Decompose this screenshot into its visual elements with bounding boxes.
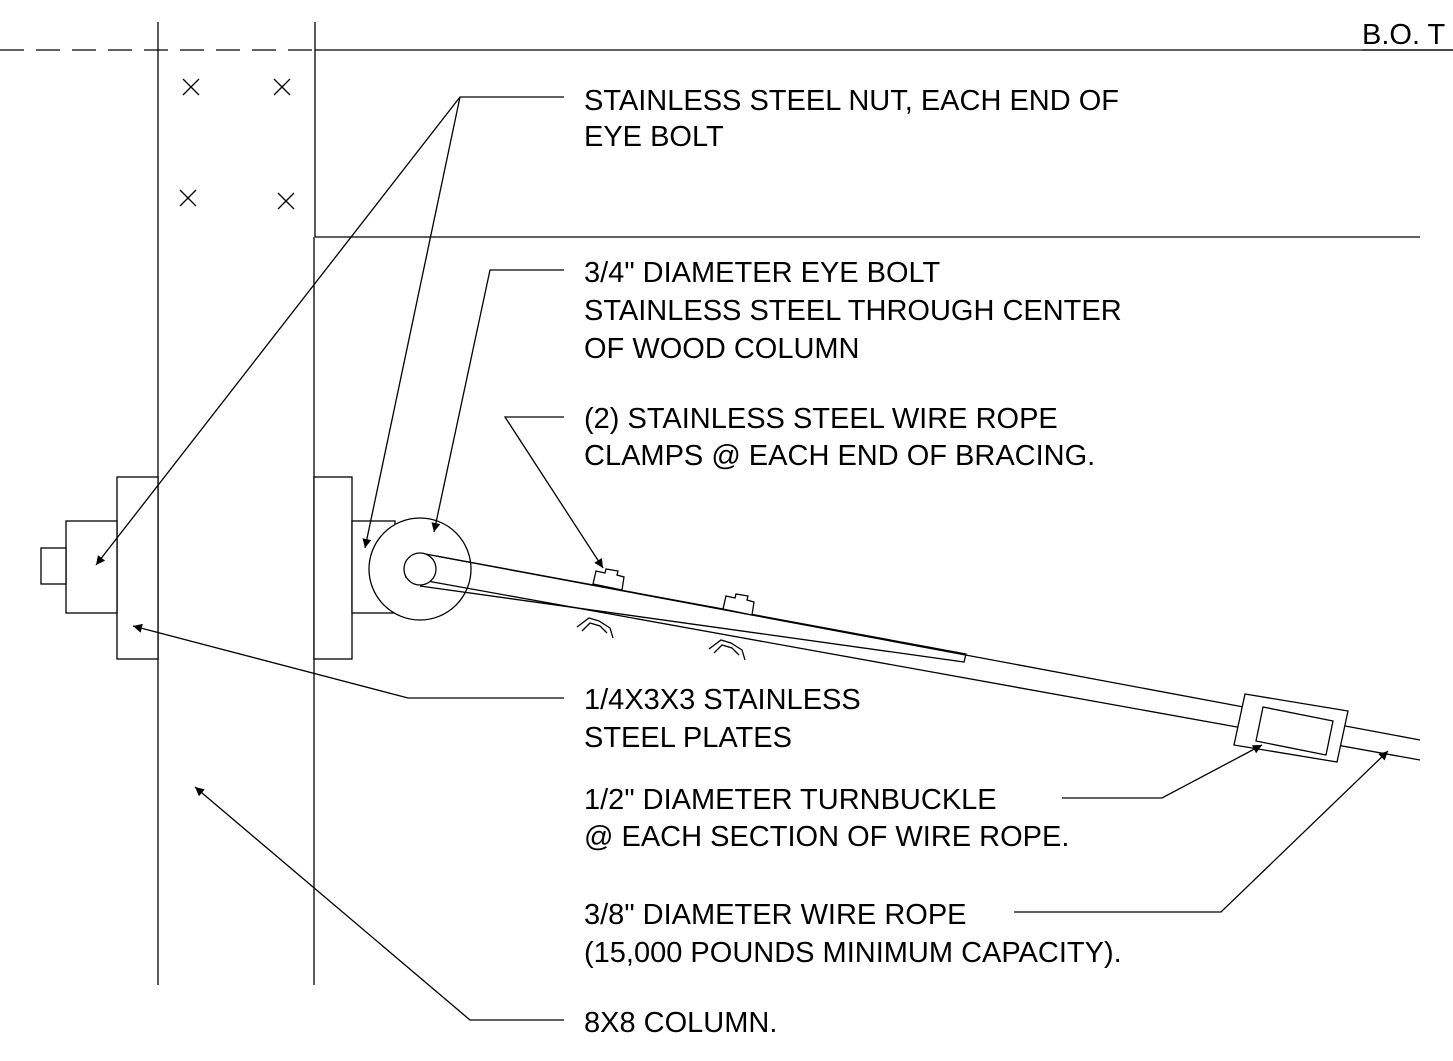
rope-clamp xyxy=(708,593,755,661)
left-plate xyxy=(116,476,159,660)
x-mark xyxy=(273,78,291,96)
wire-rope-note-line-1: 3/8" DIAMETER WIRE ROPE xyxy=(584,899,967,931)
column-leader xyxy=(194,786,564,1021)
x-mark xyxy=(277,192,295,210)
left-hardware xyxy=(40,476,159,660)
column-note: 8X8 COLUMN. xyxy=(584,1007,777,1039)
nut-note: STAINLESS STEEL NUT, EACH END OF EYE BOL… xyxy=(584,85,1127,153)
turnbuckle-note-line-2: @ EACH SECTION OF WIRE ROPE. xyxy=(584,821,1069,853)
clamps-note-line-2: CLAMPS @ EACH END OF BRACING. xyxy=(584,440,1095,472)
turnbuckle xyxy=(1233,693,1349,763)
plates-note-line-2: STEEL PLATES xyxy=(584,722,792,754)
eye-bolt-note: 3/4" DIAMETER EYE BOLT STAINLESS STEEL T… xyxy=(584,257,1130,365)
plate-leader xyxy=(132,623,564,699)
turnbuckle-leader xyxy=(1062,744,1263,799)
eye-bolt-leader xyxy=(431,269,564,533)
eye-bolt-note-line-2: STAINLESS STEEL THROUGH CENTER xyxy=(584,295,1122,327)
rope-clamp xyxy=(576,568,625,639)
nut-note-line-1: STAINLESS STEEL NUT, EACH END OF xyxy=(584,85,1119,117)
nut-leader-right xyxy=(362,96,461,549)
left-nut xyxy=(65,520,118,614)
x-mark xyxy=(179,189,197,207)
nut-note-line-2: EYE BOLT xyxy=(584,121,724,153)
plates-note: 1/4X3X3 STAINLESS STEEL PLATES xyxy=(584,684,869,754)
turnbuckle-note: 1/2" DIAMETER TURNBUCKLE @ EACH SECTION … xyxy=(584,784,1069,853)
eye-bolt-note-line-3: OF WOOD COLUMN xyxy=(584,333,860,365)
wire-rope xyxy=(403,552,1421,763)
clamp-leader xyxy=(503,416,604,569)
notes: STAINLESS STEEL NUT, EACH END OF EYE BOL… xyxy=(584,85,1130,1039)
leaders xyxy=(95,96,1389,1021)
turnbuckle-note-line-1: 1/2" DIAMETER TURNBUCKLE xyxy=(584,784,997,816)
eye-bolt-inner xyxy=(403,552,437,586)
right-hardware xyxy=(313,476,472,660)
bolt-end xyxy=(40,547,67,585)
clamps-note-line-1: (2) STAINLESS STEEL WIRE ROPE xyxy=(584,403,1058,435)
column xyxy=(157,22,315,985)
x-mark xyxy=(182,78,200,96)
wire-rope-note-line-2: (15,000 POUNDS MINIMUM CAPACITY). xyxy=(584,937,1122,969)
wire-rope-loop xyxy=(419,552,967,663)
column-note-line-1: 8X8 COLUMN. xyxy=(584,1007,777,1039)
clamps-note: (2) STAINLESS STEEL WIRE ROPE CLAMPS @ E… xyxy=(584,403,1095,472)
x-marks xyxy=(179,78,295,210)
wire-rope-note: 3/8" DIAMETER WIRE ROPE (15,000 POUNDS M… xyxy=(584,899,1122,969)
right-plate xyxy=(313,476,353,660)
reference-label: B.O. T xyxy=(1362,19,1446,51)
plates-note-line-1: 1/4X3X3 STAINLESS xyxy=(584,684,861,716)
wire-rope-leader xyxy=(1014,750,1389,913)
beam: B.O. T xyxy=(0,19,1453,238)
eye-bolt-note-line-1: 3/4" DIAMETER EYE BOLT xyxy=(584,257,941,289)
